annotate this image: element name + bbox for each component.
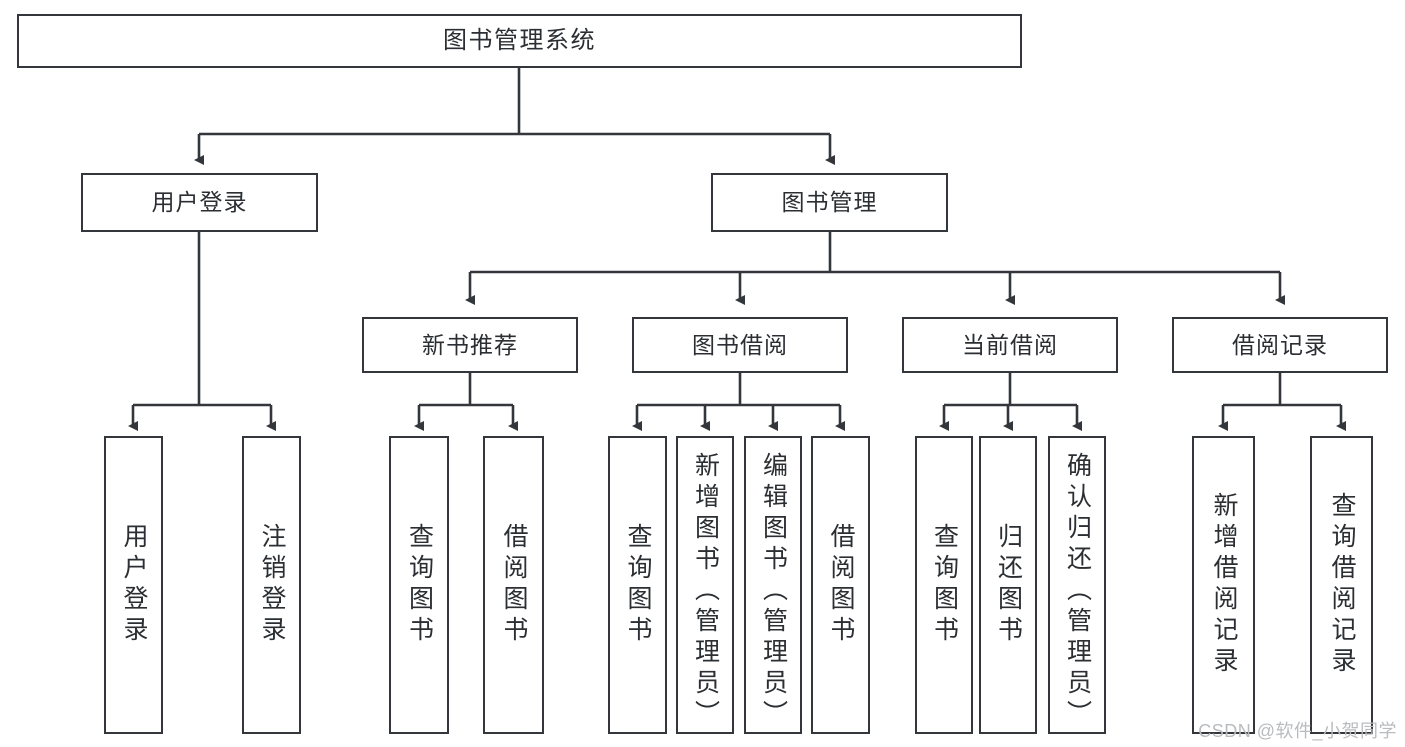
leaf-user-login[interactable]: 用户登录 bbox=[104, 436, 163, 734]
leaf-query-book-2-label: 查询图书 bbox=[624, 523, 652, 647]
leaf-borrow-book-1-label: 借阅图书 bbox=[500, 523, 528, 647]
node-current-borrow-label: 当前借阅 bbox=[962, 331, 1058, 358]
leaf-add-borrow-record-label: 新增借阅记录 bbox=[1210, 492, 1238, 678]
leaf-query-borrow-record[interactable]: 查询借阅记录 bbox=[1310, 436, 1373, 734]
leaf-confirm-return[interactable]: 确认归还（管理员） bbox=[1048, 436, 1106, 734]
node-user-login-label: 用户登录 bbox=[151, 189, 248, 216]
node-borrow-record[interactable]: 借阅记录 bbox=[1172, 317, 1388, 373]
leaf-query-borrow-record-label: 查询借阅记录 bbox=[1328, 492, 1356, 678]
leaf-query-book-1-label: 查询图书 bbox=[405, 523, 434, 647]
leaf-add-book[interactable]: 新增图书（管理员） bbox=[676, 436, 734, 734]
leaf-add-book-label: 新增图书（管理员） bbox=[691, 452, 720, 731]
leaf-add-borrow-record[interactable]: 新增借阅记录 bbox=[1192, 436, 1255, 734]
leaf-borrow-book-1[interactable]: 借阅图书 bbox=[483, 436, 544, 734]
watermark-text: CSDN @软件_小贺同学 bbox=[1198, 721, 1397, 741]
node-book-management[interactable]: 图书管理 bbox=[711, 173, 948, 232]
node-new-book-recommend-label: 新书推荐 bbox=[422, 331, 518, 358]
leaf-edit-book[interactable]: 编辑图书（管理员） bbox=[744, 436, 802, 734]
node-borrow-record-label: 借阅记录 bbox=[1232, 331, 1328, 358]
leaf-logout-login[interactable]: 注销登录 bbox=[242, 436, 301, 734]
node-book-borrow[interactable]: 图书借阅 bbox=[632, 317, 848, 373]
leaf-query-book-1[interactable]: 查询图书 bbox=[389, 436, 449, 734]
leaf-logout-login-label: 注销登录 bbox=[258, 523, 286, 647]
leaf-borrow-book-2[interactable]: 借阅图书 bbox=[811, 436, 870, 734]
node-user-login[interactable]: 用户登录 bbox=[81, 173, 318, 232]
leaf-borrow-book-2-label: 借阅图书 bbox=[827, 523, 855, 647]
leaf-query-book-3[interactable]: 查询图书 bbox=[915, 436, 973, 734]
leaf-query-book-2[interactable]: 查询图书 bbox=[608, 436, 667, 734]
node-current-borrow[interactable]: 当前借阅 bbox=[902, 317, 1118, 373]
leaf-return-book[interactable]: 归还图书 bbox=[979, 436, 1037, 734]
leaf-query-book-3-label: 查询图书 bbox=[930, 523, 959, 647]
leaf-confirm-return-label: 确认归还（管理员） bbox=[1063, 452, 1092, 731]
leaf-user-login-label: 用户登录 bbox=[120, 523, 148, 647]
leaf-edit-book-label: 编辑图书（管理员） bbox=[759, 452, 788, 731]
leaf-return-book-label: 归还图书 bbox=[994, 523, 1023, 647]
node-book-borrow-label: 图书借阅 bbox=[692, 331, 788, 358]
node-root[interactable]: 图书管理系统 bbox=[17, 14, 1022, 68]
node-book-management-label: 图书管理 bbox=[781, 189, 878, 216]
node-root-label: 图书管理系统 bbox=[443, 27, 596, 55]
node-new-book-recommend[interactable]: 新书推荐 bbox=[362, 317, 578, 373]
